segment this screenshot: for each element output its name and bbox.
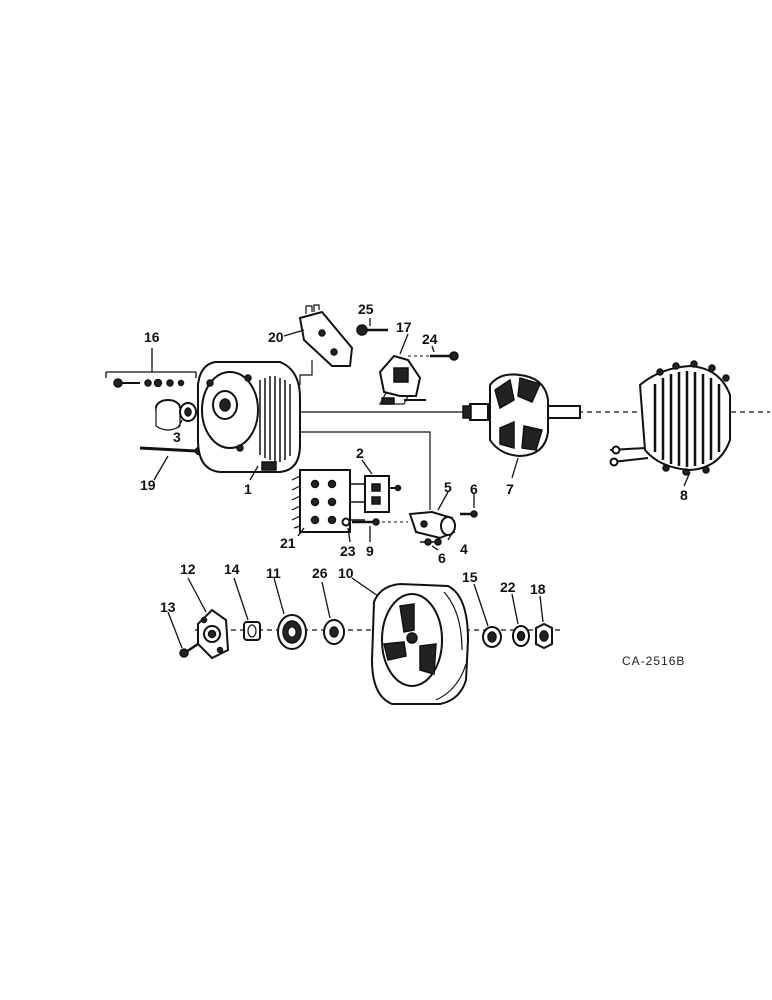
callout-9: 9: [366, 543, 374, 559]
callout-25: 25: [358, 301, 374, 317]
part-12-retainer-plate: [197, 608, 230, 660]
part-15-spacer: [482, 626, 502, 648]
reference-code: CA-2516B: [622, 654, 685, 668]
part-21-rectifier: [291, 469, 365, 533]
callout-17: 17: [396, 319, 412, 335]
part-9-screw: [352, 518, 408, 526]
callout-4: 4: [460, 541, 468, 557]
part-25-screw: [356, 324, 388, 336]
callout-14: 14: [224, 561, 240, 577]
part-13-screw: [179, 642, 199, 658]
part-23-insulator: [341, 517, 351, 527]
part-4-capacitor: [408, 510, 456, 540]
callout-7: 7: [506, 481, 514, 497]
callout-26: 26: [312, 565, 328, 581]
callout-24: 24: [422, 331, 438, 347]
part-19-through-bolt: [139, 446, 204, 456]
part-20-bracket: [298, 304, 354, 385]
callout-19: 19: [140, 477, 156, 493]
part-2-diode-trio: [364, 475, 402, 513]
part-14-collar: [243, 621, 261, 641]
part-16-screw-set: [105, 348, 197, 388]
callout-22: 22: [500, 579, 516, 595]
callout-8: 8: [680, 487, 688, 503]
callout-6a: 6: [470, 481, 478, 497]
callout-16: 16: [144, 329, 160, 345]
callout-numbers: 1 2 3 4 5 6 6 7 8 9 10 11 12 13 14 15 16…: [140, 301, 688, 615]
callout-11: 11: [266, 565, 281, 581]
callout-18: 18: [530, 581, 546, 597]
callout-10: 10: [338, 565, 354, 581]
part-10-drive-end-frame: [370, 582, 470, 705]
callout-3: 3: [173, 429, 181, 445]
part-22-lockwasher: [512, 625, 530, 647]
part-1-end-frame: [197, 361, 301, 473]
callout-5: 5: [444, 479, 452, 495]
callout-12: 12: [180, 561, 196, 577]
part-17-brush-holder: [378, 354, 426, 405]
callout-13: 13: [160, 599, 176, 615]
part-8-stator: [609, 360, 731, 476]
callout-20: 20: [268, 329, 284, 345]
callout-2: 2: [356, 445, 364, 461]
part-3-bushing: [155, 399, 197, 431]
callout-21: 21: [280, 535, 296, 551]
leader-lines: [153, 318, 691, 649]
callout-1: 1: [244, 481, 252, 497]
part-24-screw: [408, 351, 459, 361]
part-7-rotor: [462, 373, 581, 458]
part-18-nut: [535, 622, 553, 650]
part-11-bearing: [277, 614, 307, 650]
callout-23: 23: [340, 543, 356, 559]
part-26-washer: [323, 619, 345, 645]
callout-6b: 6: [438, 550, 446, 566]
callout-15: 15: [462, 569, 478, 585]
part-6-screws: [420, 510, 478, 546]
